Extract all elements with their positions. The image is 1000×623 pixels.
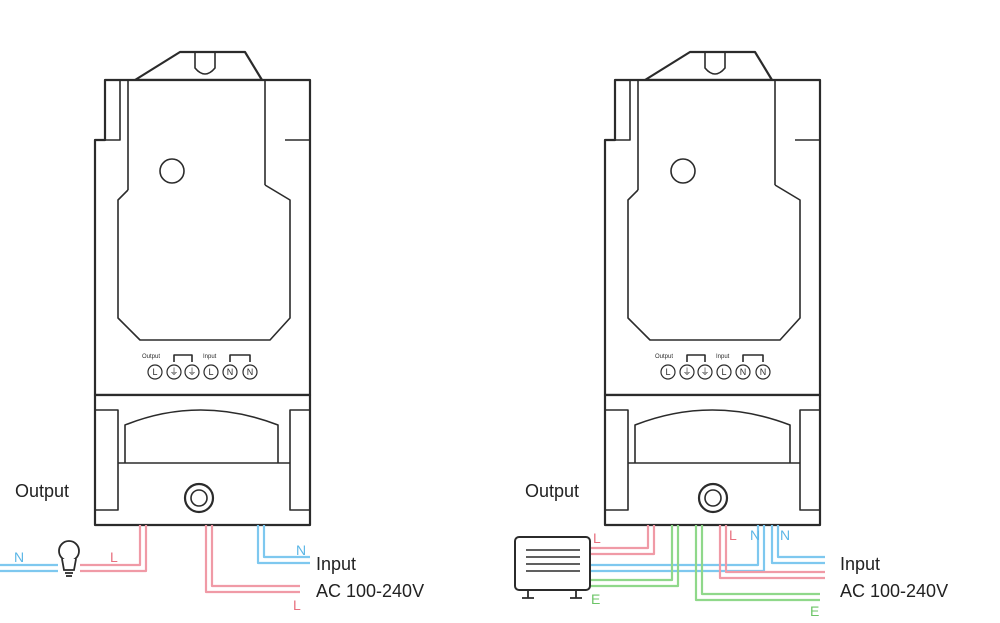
left-voltage-caption: AC 100-240V bbox=[316, 581, 424, 601]
right-output-caption: Output bbox=[525, 481, 579, 501]
right-terminal-2: ⏚ bbox=[682, 367, 691, 377]
left-wire-label-n: N bbox=[14, 549, 24, 565]
left-wire-label-l-bulb: L bbox=[110, 549, 118, 565]
right-wire-label-l-out: L bbox=[593, 530, 601, 546]
right-terminal-1: L bbox=[665, 367, 670, 377]
left-output-terminal-label: Output bbox=[142, 354, 160, 360]
right-wire-label-e-in: E bbox=[810, 603, 819, 619]
right-wire-label-l-in: L bbox=[729, 527, 737, 543]
left-input-terminal-label: Input bbox=[203, 354, 217, 360]
right-wire-label-e-out: E bbox=[591, 591, 600, 607]
right-switch-module: Output Input L ⏚ ⏚ L N N bbox=[603, 50, 822, 527]
right-input-caption: Input bbox=[840, 554, 880, 574]
right-output-terminal-label: Output bbox=[655, 354, 673, 360]
right-terminal-5: N bbox=[740, 367, 747, 377]
right-terminal-3: ⏚ bbox=[700, 367, 709, 377]
left-wiring bbox=[0, 525, 310, 594]
right-voltage-caption: AC 100-240V bbox=[840, 581, 948, 601]
left-input-caption: Input bbox=[316, 554, 356, 574]
left-output-caption: Output bbox=[15, 481, 69, 501]
left-terminal-4: L bbox=[208, 367, 213, 377]
light-bulb-icon bbox=[58, 540, 80, 577]
right-wiring bbox=[590, 525, 825, 602]
left-button bbox=[183, 482, 215, 514]
left-terminal-5: N bbox=[227, 367, 234, 377]
right-wire-label-n-mid: N bbox=[750, 527, 760, 543]
right-terminal-row: L ⏚ ⏚ L N N bbox=[660, 364, 771, 380]
left-wire-label-l-input: L bbox=[293, 597, 301, 613]
right-terminal-4: L bbox=[721, 367, 726, 377]
left-switch-module: Output Input L ⏚ ⏚ L N N bbox=[93, 50, 312, 527]
left-terminal-3: ⏚ bbox=[187, 367, 196, 377]
left-terminal-1: L bbox=[152, 367, 157, 377]
left-wire-label-n-input: N bbox=[296, 542, 306, 558]
right-terminal-6: N bbox=[760, 367, 767, 377]
right-button bbox=[697, 482, 729, 514]
heater-icon bbox=[514, 536, 591, 599]
left-terminal-row: L ⏚ ⏚ L N N bbox=[147, 364, 258, 380]
left-terminal-6: N bbox=[247, 367, 254, 377]
right-wire-label-n-in: N bbox=[780, 527, 790, 543]
left-terminal-2: ⏚ bbox=[169, 367, 178, 377]
right-input-terminal-label: Input bbox=[716, 354, 730, 360]
